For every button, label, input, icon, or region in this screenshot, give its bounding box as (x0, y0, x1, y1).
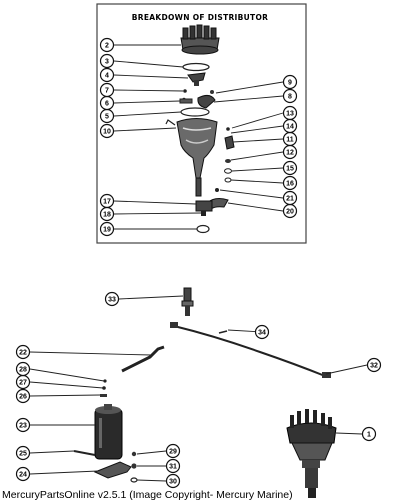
callout-28: 28 (15, 361, 31, 377)
callout-number: 16 (286, 181, 294, 188)
diagram-title: BREAKDOWN OF DISTRIBUTOR (132, 13, 268, 22)
callout-29: 29 (165, 443, 181, 459)
callout-16: 16 (282, 175, 298, 191)
callout-1: 1 (361, 426, 377, 442)
callout-4: 4 (99, 67, 115, 83)
callout-2: 2 (99, 37, 115, 53)
callout-number: 3 (105, 59, 109, 66)
callout-32: 32 (366, 357, 382, 373)
callout-number: 12 (286, 150, 294, 157)
callout-18: 18 (99, 206, 115, 222)
callout-number: 4 (105, 73, 109, 80)
callout-21: 21 (282, 190, 298, 206)
callout-15: 15 (282, 160, 298, 176)
callout-25: 25 (15, 445, 31, 461)
callout-number: 10 (103, 129, 111, 136)
callout-20: 20 (282, 203, 298, 219)
callout-3: 3 (99, 53, 115, 69)
distributor-assembly-part (286, 409, 337, 498)
callout-22: 22 (15, 344, 31, 360)
callout-5: 5 (99, 108, 115, 124)
callout-number: 25 (19, 451, 27, 458)
distributor-cap-part (180, 24, 220, 55)
callout-number: 31 (169, 464, 177, 471)
callout-14: 14 (282, 118, 298, 134)
copyright-footer: MercuryPartsOnline v2.5.1 (Image Copyrig… (2, 489, 293, 501)
callout-26: 26 (15, 388, 31, 404)
callout-number: 9 (288, 80, 292, 87)
distributor-housing-part (165, 118, 218, 197)
callout-number: 23 (19, 423, 27, 430)
callout-number: 24 (19, 472, 27, 479)
callout-number: 34 (258, 330, 266, 337)
callout-number: 19 (103, 227, 111, 234)
callout-30: 30 (165, 473, 181, 489)
callout-8: 8 (282, 88, 298, 104)
callout-10: 10 (99, 123, 115, 139)
callout-number: 28 (19, 367, 27, 374)
sensor-part (181, 287, 194, 316)
callout-number: 27 (19, 380, 27, 387)
callout-9: 9 (282, 74, 298, 90)
callout-34: 34 (254, 324, 270, 340)
drive-gear-part (195, 200, 213, 216)
callout-number: 5 (105, 114, 109, 121)
callout-number: 6 (105, 101, 109, 108)
rotor-part (187, 72, 206, 86)
callout-number: 15 (286, 166, 294, 173)
ignition-coil-part (94, 404, 123, 460)
callout-number: 1 (367, 432, 371, 439)
callout-24: 24 (15, 466, 31, 482)
callout-number: 32 (370, 363, 378, 370)
callout-11: 11 (282, 131, 298, 147)
callout-number: 26 (19, 394, 27, 401)
callout-31: 31 (165, 458, 181, 474)
callout-number: 20 (286, 209, 294, 216)
callout-19: 19 (99, 221, 115, 237)
callout-number: 13 (286, 111, 294, 118)
callout-number: 22 (19, 350, 27, 357)
callout-7: 7 (99, 82, 115, 98)
callout-number: 18 (103, 212, 111, 219)
callout-17: 17 (99, 193, 115, 209)
callout-number: 7 (105, 88, 109, 95)
callout-number: 29 (169, 449, 177, 456)
callout-number: 14 (286, 124, 294, 131)
callout-13: 13 (282, 105, 298, 121)
callout-33: 33 (104, 291, 120, 307)
callout-number: 2 (105, 43, 109, 50)
callout-number: 8 (288, 94, 292, 101)
callout-number: 30 (169, 479, 177, 486)
callout-number: 33 (108, 297, 116, 304)
callout-12: 12 (282, 144, 298, 160)
distributor-breakdown-panel: BREAKDOWN OF DISTRIBUTOR (96, 3, 307, 244)
callout-number: 17 (103, 199, 111, 206)
callout-23: 23 (15, 417, 31, 433)
callout-number: 21 (286, 196, 294, 203)
callout-27: 27 (15, 374, 31, 390)
callout-number: 11 (286, 137, 294, 144)
part-callouts: 1234567891011121314151617181920212223242… (15, 37, 382, 489)
callout-6: 6 (99, 95, 115, 111)
ignition-assembly (29, 287, 368, 498)
